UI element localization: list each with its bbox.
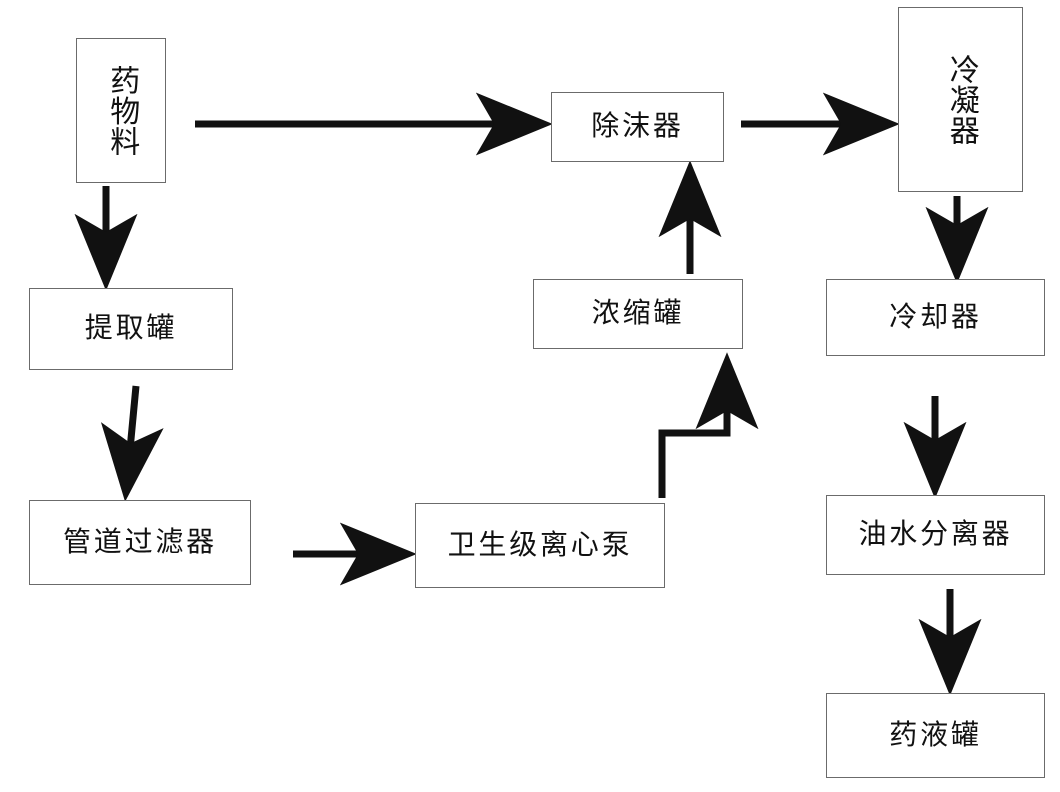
arrow-pump-to-concentration-tank — [658, 352, 759, 498]
node-concentration-tank[interactable]: 浓缩罐 — [533, 279, 743, 349]
arrow-extraction-tank-to-pipeline-filter — [100, 385, 164, 502]
node-medicine-liquid-tank[interactable]: 药液罐 — [826, 693, 1045, 778]
node-label-sanitary-centrifugal-pump: 卫生级离心泵 — [447, 529, 633, 561]
node-label-pipeline-filter: 管道过滤器 — [62, 526, 217, 558]
node-label-condenser: 冷凝器 — [944, 53, 978, 146]
node-label-oil-water-separator: 油水分离器 — [858, 519, 1013, 551]
node-sanitary-centrifugal-pump[interactable]: 卫生级离心泵 — [415, 503, 665, 588]
node-extraction-tank[interactable]: 提取罐 — [29, 288, 233, 370]
node-drug-material[interactable]: 药物料 — [76, 38, 166, 183]
node-label-medicine-liquid-tank: 药液罐 — [889, 719, 982, 751]
node-label-extraction-tank: 提取罐 — [84, 313, 178, 345]
node-demister[interactable]: 除沫器 — [551, 92, 724, 162]
node-condenser[interactable]: 冷凝器 — [898, 7, 1023, 192]
node-label-concentration-tank: 浓缩罐 — [591, 298, 685, 330]
node-label-cooler: 冷却器 — [889, 301, 982, 333]
node-label-demister: 除沫器 — [591, 111, 684, 143]
node-label-drug-material: 药物料 — [105, 64, 139, 157]
node-oil-water-separator[interactable]: 油水分离器 — [826, 495, 1045, 575]
node-pipeline-filter[interactable]: 管道过滤器 — [29, 500, 251, 585]
node-cooler[interactable]: 冷却器 — [826, 279, 1045, 356]
